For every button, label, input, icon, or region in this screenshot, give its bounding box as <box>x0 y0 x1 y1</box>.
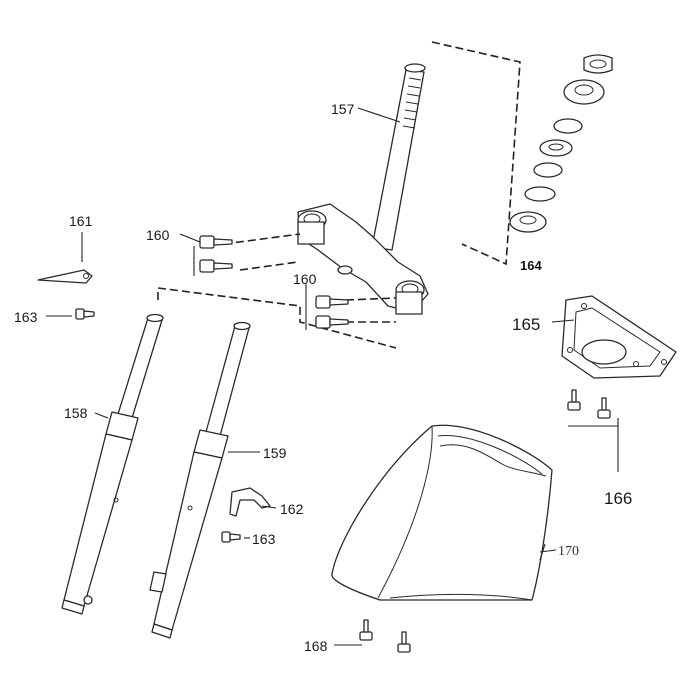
callout-163-b: 163 <box>252 531 276 547</box>
bolt-166-b <box>597 397 611 419</box>
part-161 <box>37 269 93 284</box>
bolts <box>75 235 611 653</box>
leader-lines <box>46 107 619 646</box>
assembly-guides <box>157 41 521 349</box>
part-162 <box>229 487 271 517</box>
callout-160-b: 160 <box>293 271 317 287</box>
callout-157: 157 <box>331 101 355 117</box>
callout-158: 158 <box>64 405 88 421</box>
bolt-160-c <box>315 295 349 309</box>
triple-clamp <box>297 203 429 315</box>
callout-159: 159 <box>263 445 287 461</box>
callout-labels: 157 160 160 161 163 158 159 162 163 164 … <box>14 101 632 654</box>
callout-160-a: 160 <box>146 227 170 243</box>
bolt-163-a <box>75 308 95 320</box>
bolt-166-a <box>567 389 581 411</box>
bolt-160-b <box>199 259 233 273</box>
callout-170: 170 <box>558 544 579 559</box>
front-fender <box>331 424 553 601</box>
callout-161: 161 <box>69 213 93 229</box>
fork-left <box>61 313 164 615</box>
callout-166: 166 <box>604 489 632 508</box>
steering-stem <box>371 63 426 251</box>
callout-162: 162 <box>280 501 304 517</box>
bolt-168-a <box>359 619 373 641</box>
bolt-160-a <box>199 235 233 249</box>
fork-right <box>149 321 251 639</box>
bolt-168-b <box>397 631 411 653</box>
callout-164: 164 <box>520 258 542 273</box>
mounting-plate <box>561 295 677 379</box>
bolt-160-d <box>315 315 349 329</box>
callout-163-a: 163 <box>14 309 38 325</box>
bearing-stack <box>509 54 613 233</box>
callout-168: 168 <box>304 638 328 654</box>
bolt-163-b <box>221 531 241 543</box>
callout-165: 165 <box>512 315 540 334</box>
